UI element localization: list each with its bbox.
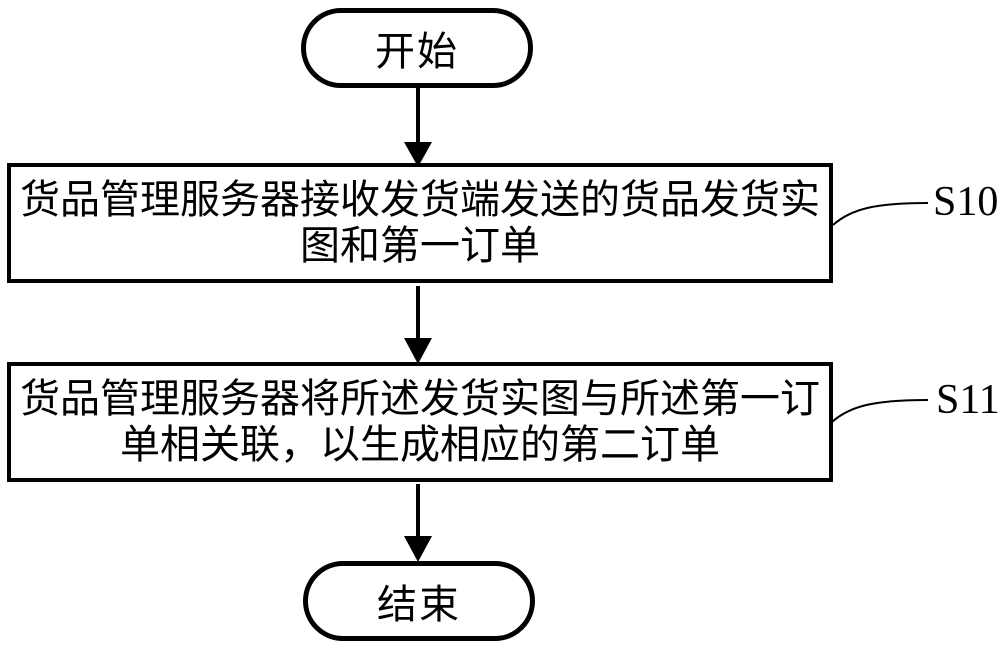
process-step-s10: 货品管理服务器接收发货端发送的货品发货实 图和第一订单 (7, 163, 833, 283)
arrow-start-to-step1 (404, 88, 432, 167)
start-node: 开始 (301, 8, 533, 88)
leader-line-s10 (832, 202, 929, 226)
process-step-s11: 货品管理服务器将所述发货实图与所述第一订 单相关联，以生成相应的第二订单 (7, 362, 833, 482)
arrow-step2-to-end (404, 484, 432, 562)
end-node-label: 结束 (377, 582, 461, 627)
step-tag-s11: S11 (936, 377, 1000, 423)
start-node-label: 开始 (375, 29, 459, 74)
step-s11-text-line2: 单相关联，以生成相应的第二订单 (120, 422, 720, 467)
leader-line-s11 (831, 399, 929, 423)
end-node: 结束 (303, 561, 535, 641)
step-s11-text-line1: 货品管理服务器将所述发货实图与所述第一订 (20, 376, 820, 421)
step-s10-text-line1: 货品管理服务器接收发货端发送的货品发货实 (20, 177, 820, 222)
arrow-step1-to-step2 (404, 286, 432, 364)
step-s10-text-line2: 图和第一订单 (300, 223, 540, 268)
step-tag-s10: S10 (933, 179, 999, 225)
